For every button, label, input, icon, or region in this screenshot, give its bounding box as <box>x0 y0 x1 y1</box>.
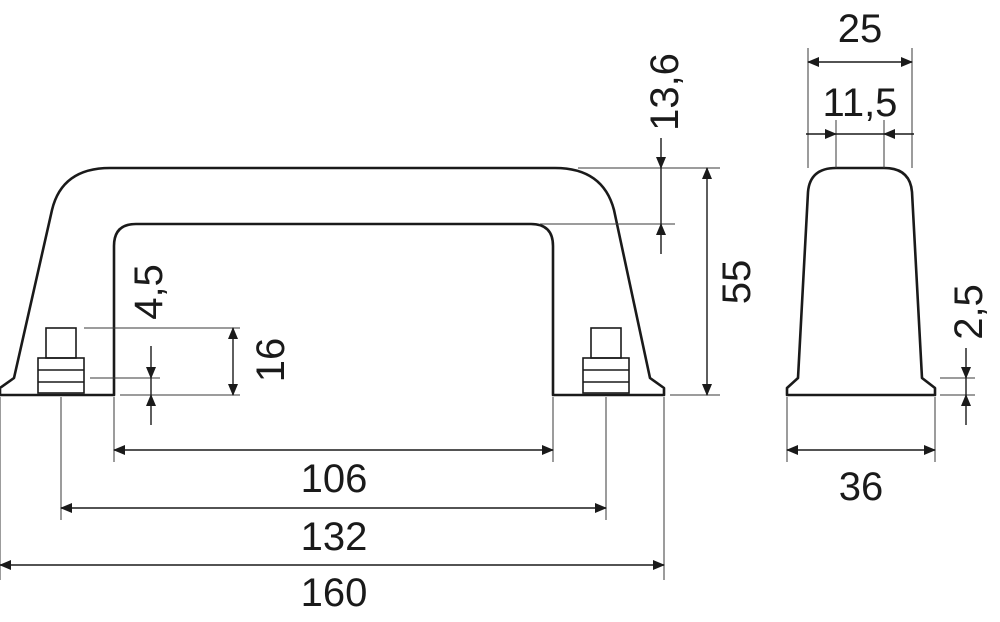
label-106: 106 <box>301 457 368 501</box>
label-55: 55 <box>715 260 759 305</box>
label-11-5: 11,5 <box>823 81 898 125</box>
handle-outline <box>0 166 666 397</box>
label-160: 160 <box>301 571 368 615</box>
label-2-5: 2,5 <box>947 284 991 340</box>
left-mounting-post <box>37 327 85 394</box>
label-132: 132 <box>301 515 368 559</box>
right-mounting-post <box>582 327 630 394</box>
label-16: 16 <box>249 338 293 383</box>
side-view: 25 11,5 36 2,5 <box>785 7 991 509</box>
side-profile-outline <box>785 166 937 397</box>
label-36: 36 <box>839 465 884 509</box>
front-view: 106 132 160 55 13,6 16 4,5 <box>0 53 759 615</box>
label-13-6: 13,6 <box>643 53 687 131</box>
label-25: 25 <box>838 7 883 51</box>
label-4-5: 4,5 <box>127 264 171 320</box>
